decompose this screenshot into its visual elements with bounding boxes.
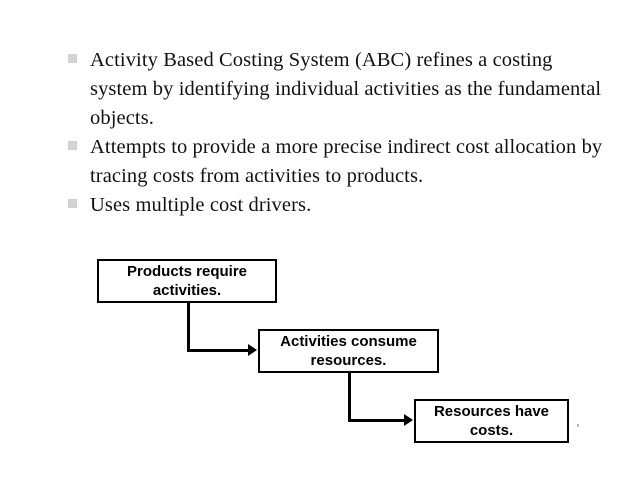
square-bullet-icon [68,54,77,63]
flow-box-activities: Activities consume resources. [258,329,439,373]
list-item: Attempts to provide a more precise indir… [68,133,613,191]
flow-box-resources: Resources have costs. [414,399,569,443]
scan-artifact [577,424,579,427]
bullet-text: Activity Based Costing System (ABC) refi… [90,49,602,129]
connector-activities-to-resources-vertical [348,373,351,419]
connector-products-to-activities-vertical [187,303,190,349]
connector-activities-to-resources-horizontal [348,419,405,422]
square-bullet-icon [68,199,77,208]
bullet-text: Attempts to provide a more precise indir… [90,136,603,187]
flow-box-products: Products require activities. [97,259,277,303]
arrowhead-icon [248,344,257,356]
square-bullet-icon [68,141,77,150]
bullet-list: Activity Based Costing System (ABC) refi… [68,46,613,220]
flow-box-resources-label: Resources have costs. [433,403,550,439]
list-item: Uses multiple cost drivers. [68,191,613,220]
bullet-text: Uses multiple cost drivers. [90,194,312,216]
list-item: Activity Based Costing System (ABC) refi… [68,46,613,133]
flow-box-products-label: Products require activities. [126,263,248,299]
arrowhead-icon [404,414,413,426]
connector-products-to-activities-horizontal [187,349,249,352]
flow-box-activities-label: Activities consume resources. [280,333,417,369]
